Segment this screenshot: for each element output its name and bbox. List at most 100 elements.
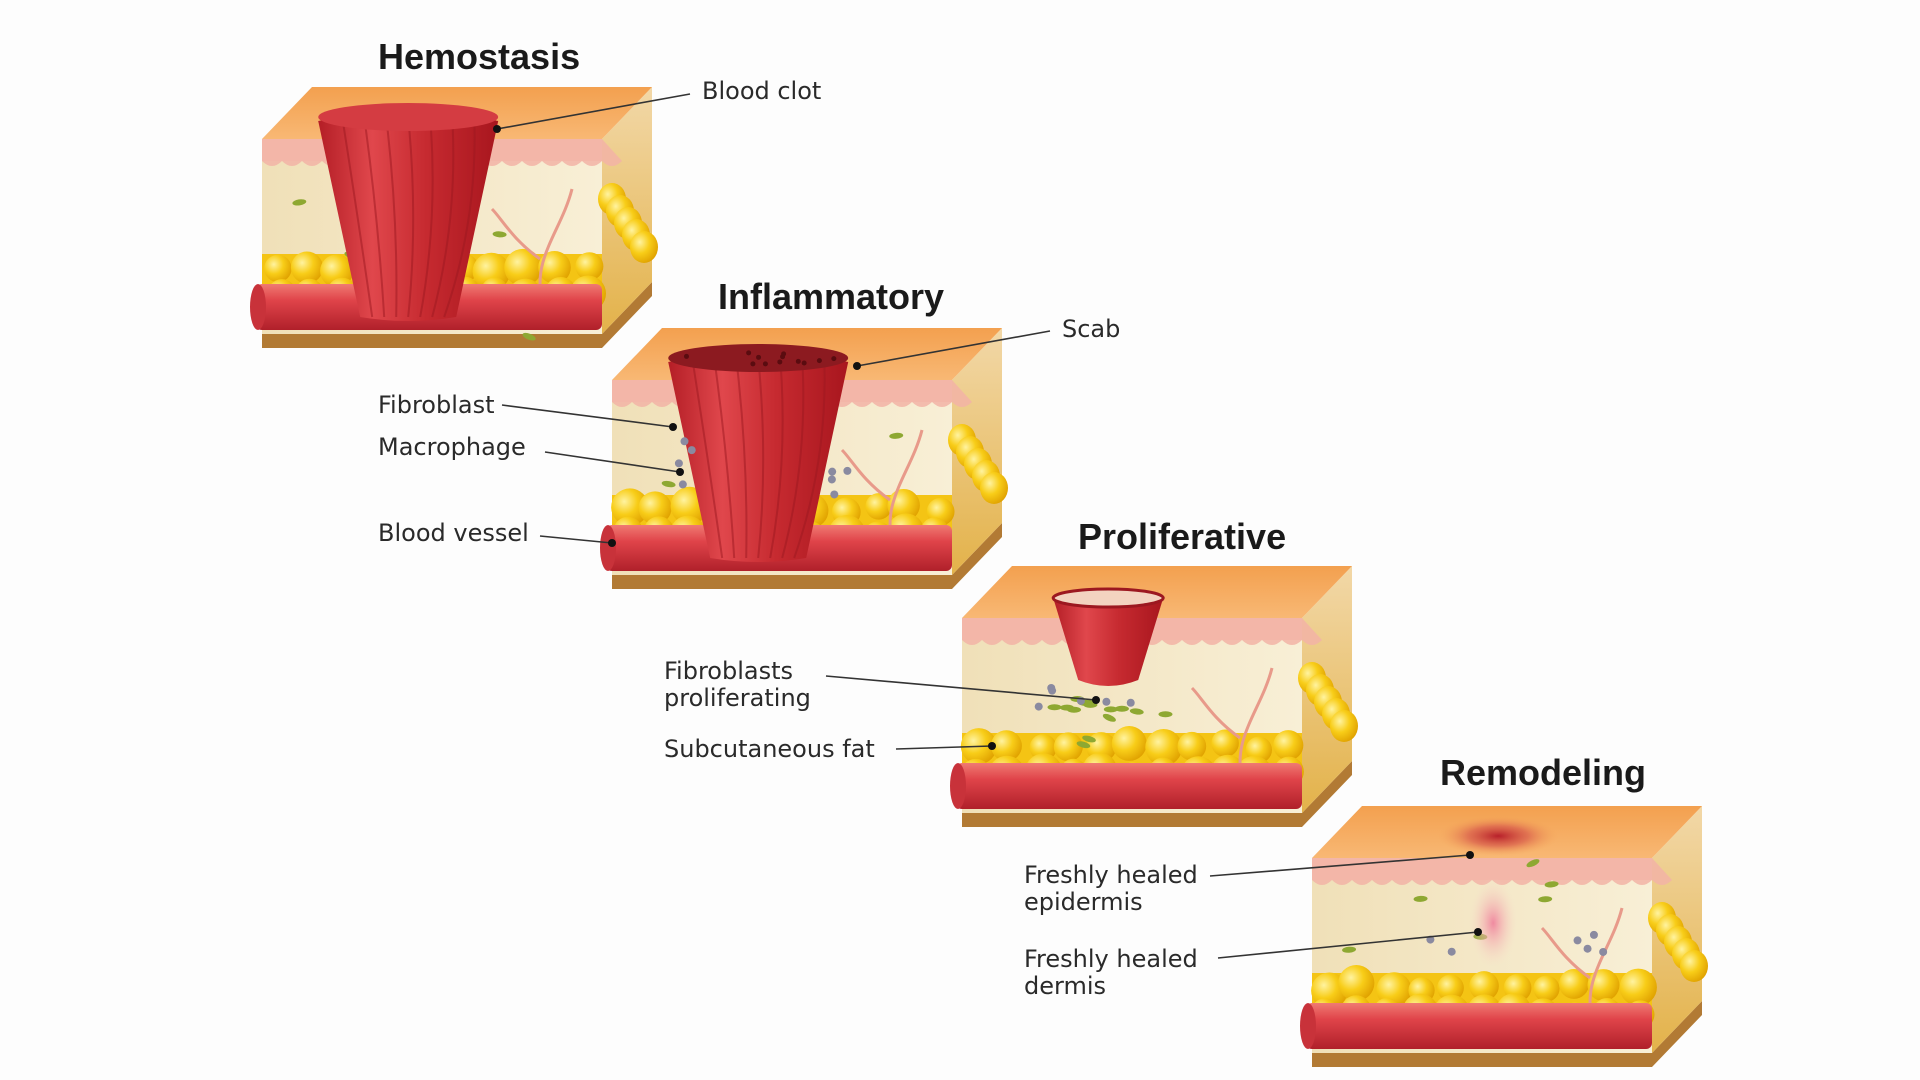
clot-fold — [757, 357, 765, 559]
leader-dot — [493, 125, 501, 133]
fibroblast-cell — [522, 332, 536, 341]
label-line: Freshly healed — [1024, 861, 1198, 889]
fat-cell — [1177, 731, 1207, 761]
fibroblast-cell — [889, 432, 904, 439]
epidermis-wave — [1312, 858, 1672, 885]
base-layer — [1312, 1001, 1702, 1067]
hemostasis-block — [250, 87, 658, 348]
leader-dot — [1474, 928, 1482, 936]
fibroblast-cluster — [1047, 704, 1062, 711]
side-fat-cell — [1680, 950, 1708, 982]
base-layer — [612, 523, 1002, 589]
label-line: Macrophage — [378, 433, 526, 461]
clot-fold — [713, 357, 736, 559]
scab-crust — [831, 356, 837, 362]
fibroblast-cell — [1526, 859, 1540, 868]
epidermis-spot — [1438, 816, 1559, 856]
vessel-end — [600, 525, 616, 571]
label-line: proliferating — [664, 684, 811, 712]
label-line: dermis — [1024, 972, 1106, 1000]
leader-line — [895, 745, 993, 750]
clot-fold — [341, 116, 374, 318]
macrophage-cell — [1589, 930, 1598, 939]
blood-vessel — [956, 763, 1302, 809]
macrophage-cell — [674, 459, 683, 468]
fibroblast-cell — [1082, 735, 1096, 743]
proliferative-title: Proliferative — [1078, 516, 1287, 557]
fat-cell — [1029, 734, 1057, 762]
side-fat-cell — [980, 472, 1008, 504]
vessel-end — [1300, 1003, 1316, 1049]
inflammatory-label-fibroblast-cell: Fibroblast — [378, 392, 495, 419]
clot-fold — [769, 357, 784, 559]
clot-fold — [407, 116, 415, 318]
leader-dot — [676, 468, 684, 476]
macrophage-cell — [828, 467, 837, 476]
macrophage-cell — [678, 480, 687, 489]
macrophage-cell — [1048, 686, 1057, 695]
fibroblast-cell — [1342, 946, 1357, 953]
macrophage-cell — [1102, 697, 1111, 706]
leader-dot — [1092, 696, 1100, 704]
fibroblast-cell — [292, 199, 307, 206]
fat-cell — [865, 493, 892, 520]
leader-dot — [1466, 851, 1474, 859]
macrophage-cell — [1583, 944, 1592, 953]
clot-fold — [419, 116, 434, 318]
wound-top — [1051, 587, 1165, 609]
clot-fold — [781, 357, 805, 559]
macrophage-cell — [680, 437, 689, 446]
macrophage-cell — [1447, 947, 1456, 956]
macrophage-cell — [827, 475, 836, 484]
leader-line — [825, 675, 1097, 701]
wound-clot — [1053, 591, 1164, 686]
leader-line — [496, 93, 691, 130]
fat-cell — [638, 491, 672, 525]
fat-cell — [1053, 732, 1083, 762]
fat-cell — [1273, 730, 1304, 761]
fibroblast-cell — [1544, 881, 1559, 888]
proliferative-label-fat-layer: Subcutaneous fat — [664, 736, 875, 763]
fat-cell — [611, 488, 649, 526]
fat-cell — [990, 730, 1022, 762]
fat-cell — [1533, 975, 1560, 1002]
vessel-end — [250, 284, 266, 330]
fibroblast-cluster — [1103, 706, 1118, 713]
clot-fold — [443, 116, 476, 318]
label-line: Scab — [1062, 315, 1121, 343]
proliferative-block — [950, 566, 1358, 827]
wound-top — [318, 103, 499, 131]
fat-cell — [1437, 974, 1464, 1002]
clot-fold — [363, 116, 386, 318]
fibroblast-cell — [1538, 896, 1553, 903]
inflammatory-label-vessel-end: Blood vessel — [378, 520, 529, 547]
fat-cell — [504, 248, 542, 287]
fat-cell — [575, 252, 604, 281]
leader-dot — [669, 423, 677, 431]
leader-line — [539, 535, 613, 544]
macrophage-cell — [1034, 702, 1043, 711]
scab-crust — [781, 351, 787, 357]
fat-cell — [1111, 726, 1147, 761]
scab-crust — [801, 360, 807, 366]
leader-line — [501, 404, 674, 428]
clot-fold — [385, 116, 398, 318]
vessel-end — [950, 763, 966, 809]
clot-fold — [793, 357, 826, 559]
fibroblast-cell — [661, 480, 676, 488]
scab-crust — [795, 358, 801, 364]
clot-fold — [691, 357, 724, 559]
label-line: Freshly healed — [1024, 945, 1198, 973]
macrophage-cell — [843, 466, 852, 475]
macrophage-cell — [1126, 698, 1135, 707]
side-fat-cell — [1330, 710, 1358, 742]
base-layer — [962, 761, 1352, 827]
fat-cell — [1145, 729, 1183, 766]
inflammatory-label-macrophage-cell: Macrophage — [378, 434, 526, 461]
remodeling-block — [1300, 806, 1708, 1067]
fibroblast-cell — [1129, 708, 1144, 715]
fat-cell — [290, 251, 323, 284]
leader-line — [1217, 931, 1479, 959]
